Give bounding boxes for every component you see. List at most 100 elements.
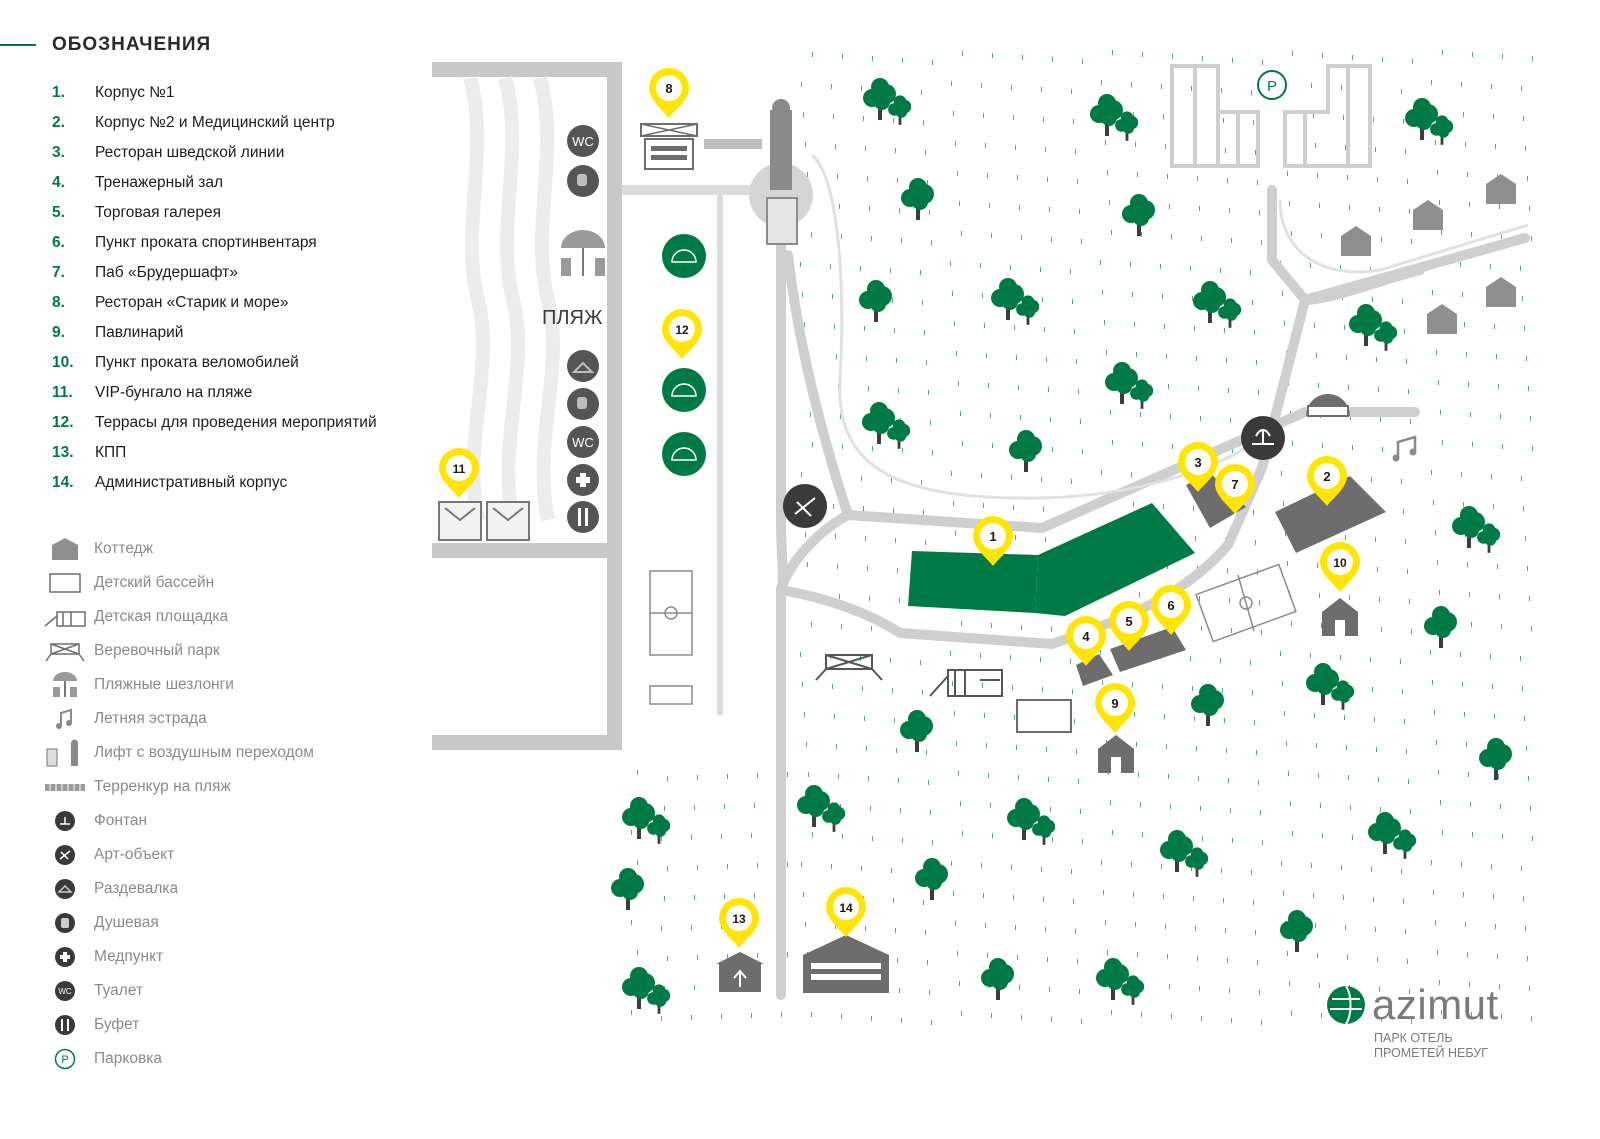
brand-subtitle-line: ПАРК ОТЕЛЬ bbox=[1374, 1031, 1453, 1045]
art-object-icon bbox=[783, 484, 827, 528]
fountain-icon bbox=[36, 807, 94, 835]
map-marker-10[interactable]: 10 bbox=[1320, 542, 1360, 592]
bike-rental-house bbox=[1322, 598, 1358, 636]
map-marker-11[interactable]: 11 bbox=[439, 448, 479, 498]
sports-field bbox=[649, 563, 1297, 705]
legend-symbol-label: Душевая bbox=[94, 914, 159, 931]
rope-park-icon bbox=[36, 637, 94, 665]
map-marker-9[interactable]: 9 bbox=[1095, 683, 1135, 733]
wc-icon bbox=[567, 426, 599, 458]
legend-symbol-item: Буфет bbox=[36, 1008, 314, 1042]
peacock-house bbox=[1098, 735, 1134, 773]
art-object-icon bbox=[36, 841, 94, 869]
legend-place-item: 11.VIP-бунгало на пляже bbox=[52, 378, 377, 408]
legend-place-number: 4. bbox=[52, 174, 65, 191]
legend-place-item: 4. Тренажерный зал bbox=[52, 168, 377, 198]
legend-place-number: 5. bbox=[52, 204, 65, 221]
legend-place-label: Пункт проката веломобилей bbox=[95, 354, 299, 371]
legend-title: ОБОЗНАЧЕНИЯ bbox=[52, 34, 212, 55]
changing-room-icon bbox=[36, 875, 94, 903]
kids-pool-icon bbox=[36, 569, 94, 597]
map-marker-label: 4 bbox=[1082, 629, 1090, 644]
wc-icon bbox=[567, 125, 599, 157]
playground-icon bbox=[929, 669, 1003, 697]
legend-place-number: 6. bbox=[52, 234, 65, 251]
legend-place-label: Павлинарий bbox=[95, 324, 184, 341]
map-marker-label: 1 bbox=[989, 529, 996, 544]
rope-park-icon bbox=[815, 654, 883, 681]
legend-place-number: 3. bbox=[52, 144, 65, 161]
legend-symbol-label: Веревочный парк bbox=[94, 642, 220, 659]
beach-loungers-icon bbox=[561, 230, 605, 276]
legend-symbol-label: Коттедж bbox=[94, 540, 154, 557]
legend-place-label: Тренажерный зал bbox=[95, 174, 224, 191]
fountain-icon bbox=[1241, 416, 1285, 460]
legend-symbol-item: Фонтан bbox=[36, 804, 314, 838]
legend-place-item: 3.Ресторан шведской линии bbox=[52, 138, 377, 168]
beach-area: ПЛЯЖ bbox=[432, 62, 770, 750]
legend-place-item: 12.Террасы для проведения мероприятий bbox=[52, 408, 377, 438]
legend-place-item: 14.Административный корпус bbox=[52, 468, 377, 498]
legend-symbol-item: Лифт с воздушным переходом bbox=[36, 736, 314, 770]
music-note-icon bbox=[1392, 435, 1417, 462]
legend-symbol-item: Детский бассейн bbox=[36, 566, 314, 600]
legend-place-number: 11. bbox=[52, 384, 73, 401]
building-2 bbox=[1275, 476, 1386, 553]
grass-texture bbox=[631, 50, 1533, 1025]
roads bbox=[776, 185, 1530, 1000]
svg-text:WC: WC bbox=[572, 134, 594, 149]
map-marker-4[interactable]: 4 bbox=[1066, 616, 1106, 666]
restaurant-8-building bbox=[640, 123, 762, 170]
legend-symbol-label: Раздевалка bbox=[94, 880, 179, 897]
legend-place-label: Корпус №2 и Медицинский центр bbox=[95, 114, 335, 131]
legend-place-number: 9. bbox=[52, 324, 65, 341]
map-marker-13[interactable]: 13 bbox=[719, 898, 759, 948]
svg-text:WC: WC bbox=[572, 435, 594, 450]
buffet-icon bbox=[567, 501, 599, 533]
cottage-icon bbox=[36, 535, 94, 563]
legend-symbol-label: Пляжные шезлонги bbox=[94, 676, 234, 693]
parking-lot bbox=[1170, 64, 1372, 168]
map-marker-2[interactable]: 2 bbox=[1307, 456, 1347, 506]
map-marker-14[interactable]: 14 bbox=[826, 887, 866, 937]
beach-loungers-icon bbox=[36, 671, 94, 699]
map-marker-8[interactable]: 8 bbox=[649, 68, 689, 118]
map-marker-label: 10 bbox=[1333, 556, 1347, 570]
legend-symbol-label: Туалет bbox=[94, 982, 144, 999]
map-marker-3[interactable]: 3 bbox=[1178, 442, 1218, 492]
legend-symbol-label: Терренкур на пляж bbox=[94, 778, 231, 795]
parking-icon: P bbox=[36, 1045, 94, 1073]
road-loop bbox=[1278, 199, 1529, 274]
map-marker-1[interactable]: 1 bbox=[973, 516, 1013, 566]
legend-place-item: 2.Корпус №2 и Медицинский центр bbox=[52, 108, 377, 138]
legend-symbol-label: Арт-объект bbox=[94, 846, 175, 863]
elevator-tower bbox=[749, 99, 813, 245]
map-marker-label: 2 bbox=[1323, 469, 1330, 484]
legend-place-number: 8. bbox=[52, 294, 65, 311]
stage-pavilion bbox=[1306, 394, 1350, 417]
legend-place-label: Пункт проката спортинвентаря bbox=[95, 234, 317, 251]
legend-symbol-item: Летняя эстрада bbox=[36, 702, 314, 736]
playground-icon bbox=[36, 603, 94, 631]
wc-icon: WC bbox=[36, 977, 94, 1005]
legend-symbol-item: Арт-объект bbox=[36, 838, 314, 872]
legend-place-label: Административный корпус bbox=[95, 474, 288, 491]
walkway-icon bbox=[36, 773, 94, 801]
legend-place-item: 1.Корпус №1 bbox=[52, 78, 377, 108]
legend-place-label: Паб «Брудершафт» bbox=[95, 264, 238, 281]
legend-place-number: 13. bbox=[52, 444, 74, 461]
building-5-6 bbox=[1110, 627, 1186, 672]
legend-symbol-label: Медпункт bbox=[94, 948, 164, 965]
map-marker-12[interactable]: 12 bbox=[662, 309, 702, 359]
legend-symbol-item: Детская площадка bbox=[36, 600, 314, 634]
beach-label: ПЛЯЖ bbox=[542, 307, 603, 329]
map-marker-label: 5 bbox=[1125, 614, 1132, 629]
map-marker-5[interactable]: 5 bbox=[1109, 601, 1149, 651]
legend-place-item: 6. Пункт проката спортинвентаря bbox=[52, 228, 377, 258]
legend-place-number: 10. bbox=[52, 354, 74, 371]
map-marker-7[interactable]: 7 bbox=[1215, 464, 1255, 514]
legend-place-label: КПП bbox=[95, 444, 127, 461]
map-marker-6[interactable]: 6 bbox=[1151, 585, 1191, 635]
